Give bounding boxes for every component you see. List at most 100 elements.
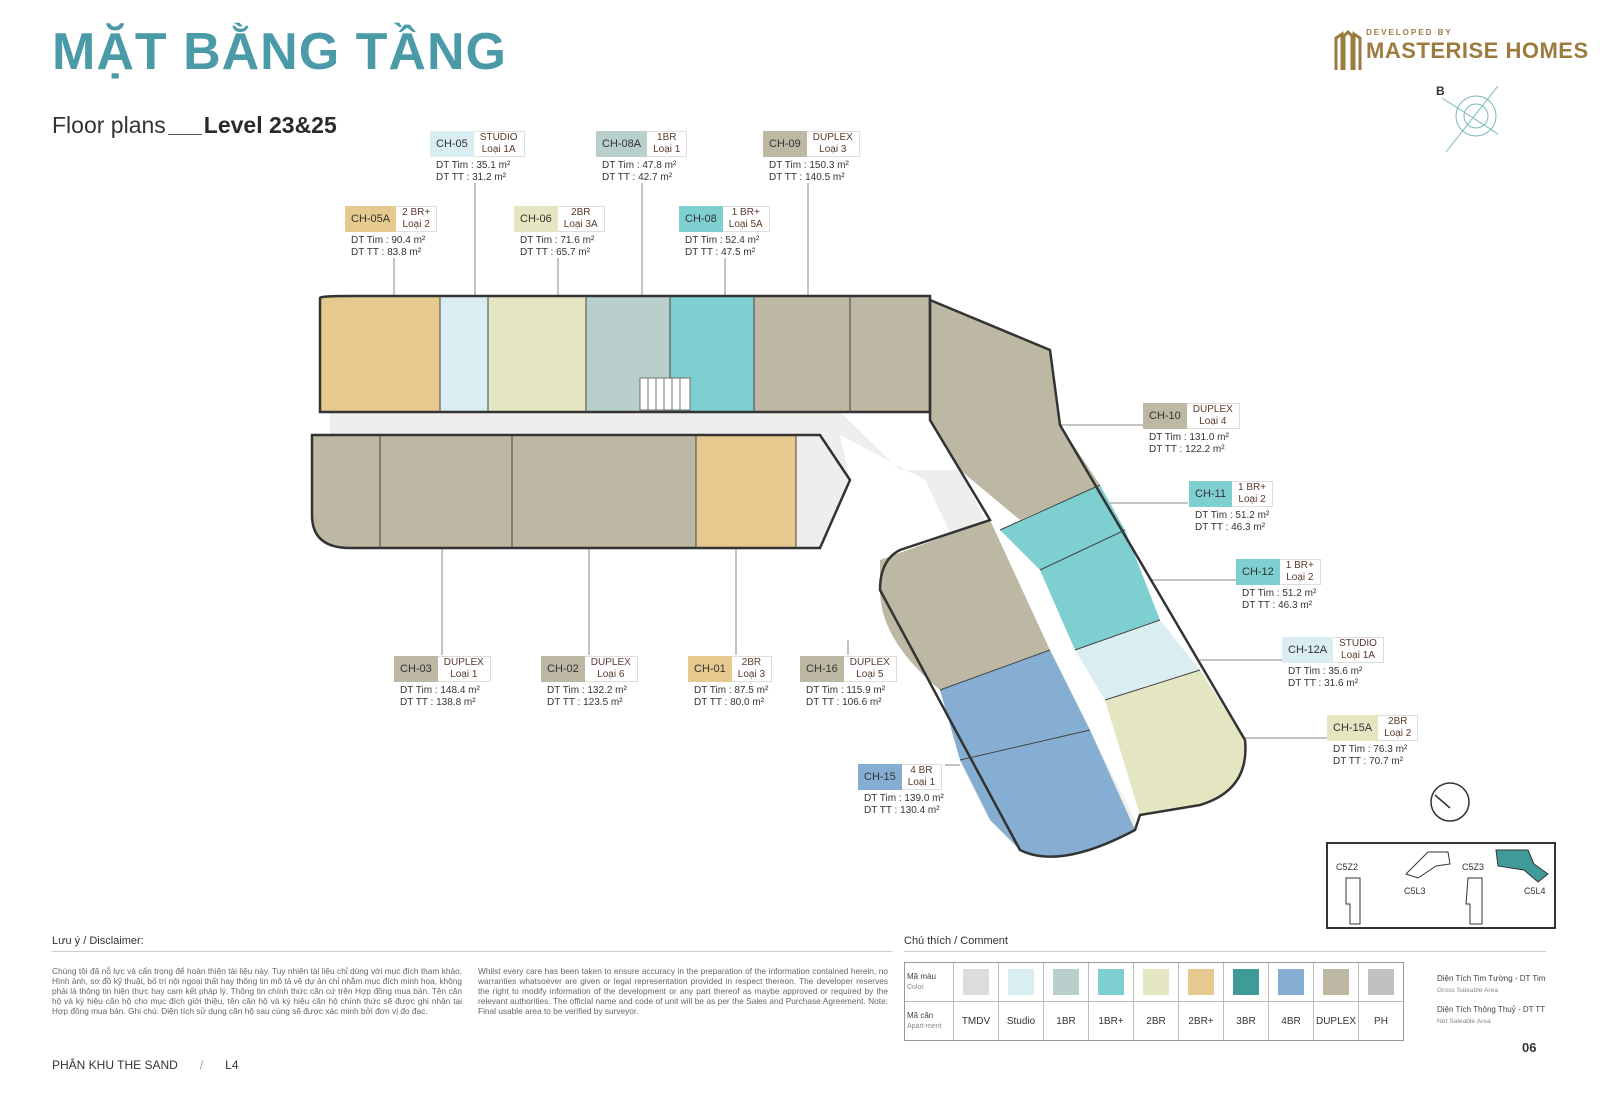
unit-type-category: Loại 1A	[1341, 650, 1375, 661]
unit-net-area: DT TT : 31.6 m²	[1288, 678, 1359, 689]
legend-item-label: 2BR+	[1188, 1015, 1214, 1027]
unit-type-name: 2BR	[571, 207, 591, 218]
subtitle-rule	[167, 134, 202, 135]
unit-type-category: Loại 5A	[728, 219, 763, 230]
developed-by-text: DEVELOPED BY	[1366, 28, 1453, 37]
unit-type: 2 BR+Loại 2	[396, 206, 438, 232]
unit-type-name: 1 BR+	[731, 207, 760, 218]
legend-item: 4BR	[1268, 963, 1313, 1040]
block-key-map: C5Z2 C5L3 C5Z3 C5L4	[1326, 842, 1556, 929]
legend-item: 3BR	[1223, 963, 1268, 1040]
unit-type-category: Loại 2	[1238, 494, 1266, 505]
legend-item: 1BR	[1043, 963, 1088, 1040]
unit-gross-area: DT Tim : 87.5 m²	[694, 685, 769, 696]
unit-net-area: DT TT : 138.8 m²	[400, 697, 476, 708]
disclaimer-en: Whilst every care has been taken to ensu…	[478, 966, 888, 1016]
unit-type: 1 BR+Loại 5A	[722, 206, 770, 232]
unit-type-name: 1 BR+	[1285, 560, 1314, 571]
legend-item-label: 2BR	[1146, 1015, 1166, 1027]
unit-gross-area: DT Tim : 132.2 m²	[547, 685, 627, 696]
unit-code: CH-16	[800, 656, 844, 682]
legend-swatch	[1233, 969, 1259, 995]
unit-code: CH-02	[541, 656, 585, 682]
legend-swatch	[1278, 969, 1304, 995]
legend-item-label: 1BR	[1056, 1015, 1076, 1027]
unit-gross-area: DT Tim : 52.4 m²	[685, 235, 760, 246]
unit-net-area: DT TT : 106.6 m²	[806, 697, 882, 708]
unit-gross-area: DT Tim : 148.4 m²	[400, 685, 480, 696]
unit-net-area: DT TT : 123.5 m²	[547, 697, 623, 708]
disclaimer-vi: Chúng tôi đã nỗ lực và cẩn trọng để hoàn…	[52, 966, 462, 1016]
unit-net-area: DT TT : 70.7 m²	[1333, 756, 1404, 767]
unit-type-name: 4 BR	[910, 765, 933, 776]
unit-type-category: Loại 1	[907, 777, 936, 788]
unit-type-category: Loại 3	[737, 669, 766, 680]
footer-code: L4	[225, 1058, 239, 1072]
unit-type-name: 2 BR+	[402, 207, 431, 218]
unit-type-name: 1BR	[657, 132, 677, 143]
footer-zone: PHÂN KHU THE SAND	[52, 1058, 178, 1072]
legend-row1-sub: Color	[907, 983, 924, 991]
key-label-c5z2: C5Z2	[1336, 862, 1359, 872]
legend-swatch	[1323, 969, 1349, 995]
legend-heading: Chú thích / Comment	[904, 935, 1546, 952]
brand-name: MASTERISE HOMES	[1366, 38, 1589, 63]
net-area-definition: Diện Tích Thông Thuỷ - DT TT Net Saleabl…	[1437, 1004, 1545, 1027]
legend-item-label: 4BR	[1281, 1015, 1301, 1027]
unit-type-category: Loại 2	[402, 219, 430, 230]
unit-type-name: DUPLEX	[443, 657, 484, 668]
unit-code: CH-08A	[596, 131, 648, 157]
gross-area-en: Gross Saleable Area	[1437, 987, 1499, 994]
legend-item-label: PH	[1374, 1015, 1388, 1027]
net-area-vi: Diện Tích Thông Thuỷ - DT TT	[1437, 1005, 1546, 1014]
unit-code: CH-05	[430, 131, 474, 157]
net-area-en: Net Saleable Area	[1437, 1018, 1491, 1025]
unit-type-name: 2BR	[741, 657, 762, 668]
unit-type-category: Loại 5	[856, 669, 884, 680]
legend-row2-sub: Apart-ment	[907, 1022, 942, 1030]
legend-item-label: 3BR	[1236, 1015, 1256, 1027]
unit-type-name: 2BR	[1388, 716, 1408, 727]
unit-gross-area: DT Tim : 76.3 m²	[1333, 744, 1408, 755]
level-label: Level 23&25	[203, 112, 337, 138]
unit-type-category: Loại 4	[1199, 416, 1227, 427]
unit-net-area: DT TT : 140.5 m²	[769, 172, 845, 183]
page-title: MẶT BẰNG TẦNG	[52, 23, 507, 81]
unit-code: CH-11	[1189, 481, 1232, 507]
gross-area-definition: Diện Tích Tim Tường - DT Tim Gross Salea…	[1437, 973, 1545, 996]
unit-code: CH-15A	[1327, 715, 1379, 741]
unit-gross-area: DT Tim : 35.1 m²	[436, 160, 511, 171]
footer: PHÂN KHU THE SAND / L4	[52, 1058, 239, 1072]
unit-code: CH-10	[1143, 403, 1187, 429]
unit-type-category: Loại 1	[450, 669, 478, 680]
unit-type-category: Loại 1A	[481, 144, 516, 155]
